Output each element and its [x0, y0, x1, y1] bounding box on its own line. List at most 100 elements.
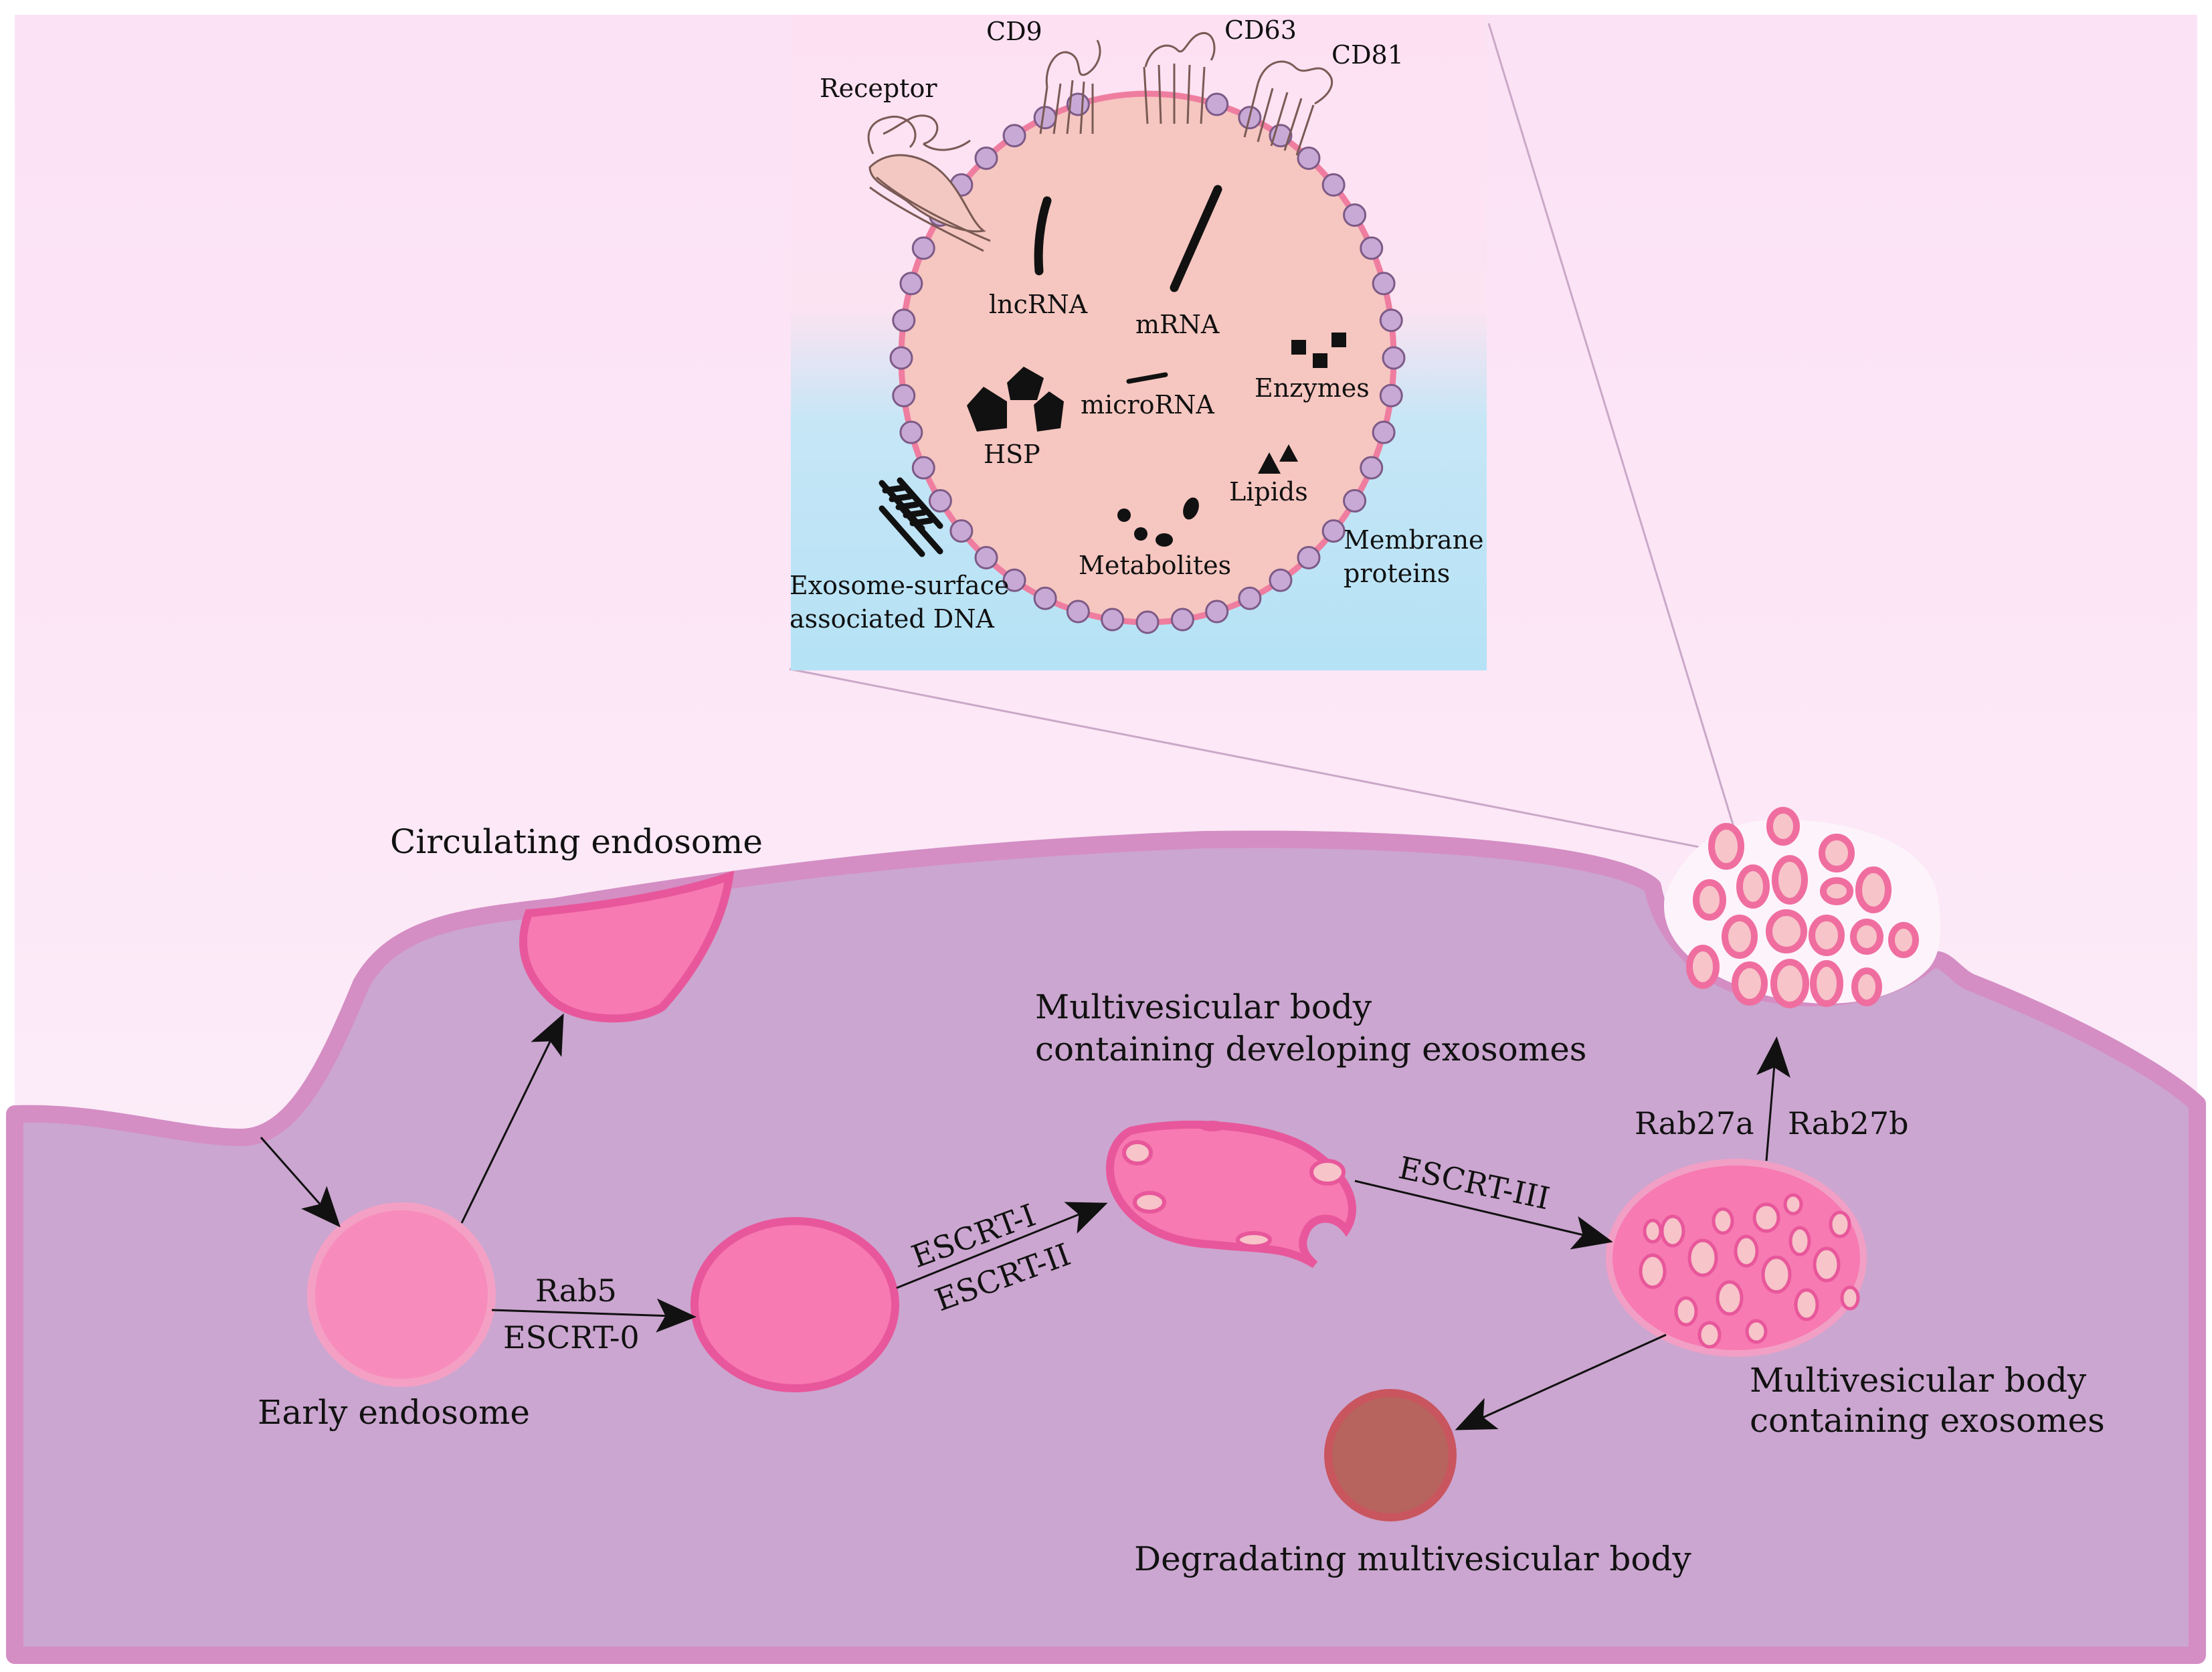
lipid-bead — [892, 308, 916, 333]
late-endosome — [690, 1217, 899, 1392]
enzymes-icon — [1291, 333, 1346, 368]
label-membrane-proteins-2: proteins — [1344, 559, 1450, 588]
lipid-bead — [1372, 272, 1396, 296]
label-metabolites: Metabolites — [1079, 551, 1231, 580]
intraluminal-vesicle — [1783, 1193, 1803, 1216]
lipid-bead — [1269, 568, 1293, 592]
cd81-icon — [1243, 60, 1333, 156]
released-exosome — [1855, 866, 1892, 913]
intraluminal-vesicle — [1639, 1253, 1667, 1289]
intraluminal-vesicle — [1734, 1234, 1759, 1268]
intraluminal-vesicle — [1745, 1319, 1768, 1344]
lipid-bead — [889, 346, 913, 370]
label-enzymes: Enzymes — [1255, 373, 1370, 403]
released-exosome — [1708, 823, 1744, 870]
label-hsp: HSP — [984, 440, 1040, 469]
lipid-bead-ring — [889, 92, 1406, 634]
released-exosome — [1810, 960, 1843, 1007]
cd63-icon — [1143, 32, 1216, 124]
lipid-bead — [1002, 568, 1026, 592]
label-rab27a: Rab27a — [1635, 1105, 1754, 1141]
lipid-bead — [1066, 599, 1090, 624]
label-microrna: microRNA — [1081, 390, 1214, 420]
arrows — [260, 1013, 1790, 1430]
lipid-bead — [892, 383, 916, 407]
lipid-bead — [911, 236, 935, 260]
lipid-bead — [1170, 608, 1194, 632]
released-exosome — [1819, 834, 1855, 872]
cd9-icon — [1039, 39, 1101, 134]
label-rab27b: Rab27b — [1788, 1105, 1909, 1141]
exosome-inset: Receptor CD9 CD63 CD81 lncRNA mRNA micro… — [790, 15, 1487, 670]
released-exosome — [1851, 967, 1882, 1006]
released-exosome — [1888, 922, 1919, 958]
lipid-bead — [911, 456, 935, 480]
lipid-bead — [899, 420, 923, 444]
label-cd63: CD63 — [1224, 15, 1297, 45]
lipid-bead — [1297, 146, 1321, 170]
arrow-to-degrading — [1455, 1333, 1667, 1430]
arrow-rab5-escrt0 — [491, 1298, 697, 1333]
intraluminal-vesicle — [1674, 1296, 1698, 1327]
label-escrt0: ESCRT-0 — [503, 1319, 640, 1356]
lipid-bead — [1372, 420, 1396, 444]
lipid-bead — [1297, 546, 1321, 570]
label-lipids: Lipids — [1229, 477, 1308, 506]
released-exosome — [1766, 807, 1800, 846]
label-circulating-endosome: Circulating endosome — [390, 822, 763, 861]
released-exosome — [1766, 909, 1807, 953]
lipid-bead — [1379, 383, 1403, 407]
intraluminal-vesicle — [1687, 1238, 1718, 1277]
label-cd81: CD81 — [1331, 40, 1404, 70]
early-endosome — [307, 1202, 496, 1387]
zoom-line-right — [1487, 23, 1741, 847]
lipid-bead — [1321, 519, 1346, 543]
released-exosome — [1693, 879, 1726, 921]
mvb-exosomes — [1606, 1159, 1867, 1357]
label-membrane-proteins: Membrane — [1344, 525, 1484, 555]
lipid-bead — [1033, 586, 1057, 610]
lipid-bead — [1205, 92, 1229, 116]
label-cd9: CD9 — [986, 17, 1042, 46]
arrow-escrt1-escrt2 — [896, 1202, 1108, 1289]
lipid-bead — [1033, 106, 1057, 130]
label-receptor: Receptor — [820, 74, 937, 103]
intraluminal-vesicle — [1660, 1214, 1685, 1248]
lipid-bead — [1205, 599, 1229, 624]
arrow-to-early-endosome — [260, 1137, 341, 1228]
hsp-icon — [967, 367, 1064, 432]
lipid-bead — [1360, 236, 1384, 260]
intraluminal-vesicle — [1752, 1202, 1780, 1233]
released-exosome — [1772, 855, 1808, 905]
label-rab5: Rab5 — [535, 1273, 617, 1309]
lipid-bead — [1382, 346, 1406, 370]
intraluminal-vesicle — [1697, 1321, 1722, 1349]
intraluminal-vesicle — [1716, 1280, 1744, 1316]
intraluminal-vesicle — [1788, 1226, 1811, 1257]
label-mrna: mRNA — [1135, 310, 1220, 339]
lipid-bead — [1238, 586, 1262, 610]
lipid-bead — [1343, 203, 1367, 227]
circulating-endosome — [519, 870, 735, 1023]
label-surface-dna: Exosome-surface — [790, 571, 1009, 600]
receptor-icon — [867, 114, 991, 252]
lipid-bead — [1321, 173, 1346, 197]
label-early-endosome: Early endosome — [258, 1393, 530, 1432]
lipid-bead — [899, 272, 923, 296]
label-mvb-developing-2: containing developing exosomes — [1035, 1030, 1586, 1069]
released-exosome — [1732, 961, 1768, 1006]
exosome-release-pocket — [1663, 807, 1940, 1008]
degrading-mvb — [1324, 1389, 1457, 1521]
lipid-bead — [974, 546, 998, 570]
lipid-bead — [1002, 124, 1026, 148]
lipid-bead — [1101, 608, 1125, 632]
lipids-icon — [1258, 444, 1298, 474]
label-surface-dna-2: associated DNA — [790, 604, 995, 634]
released-exosome — [1686, 945, 1720, 989]
label-mvb-exosomes: Multivesicular body — [1750, 1361, 2087, 1400]
lipid-bead — [928, 489, 952, 513]
released-exosome — [1820, 877, 1853, 905]
intraluminal-vesicle — [1712, 1207, 1734, 1235]
dna-ladder-icon — [879, 477, 943, 557]
